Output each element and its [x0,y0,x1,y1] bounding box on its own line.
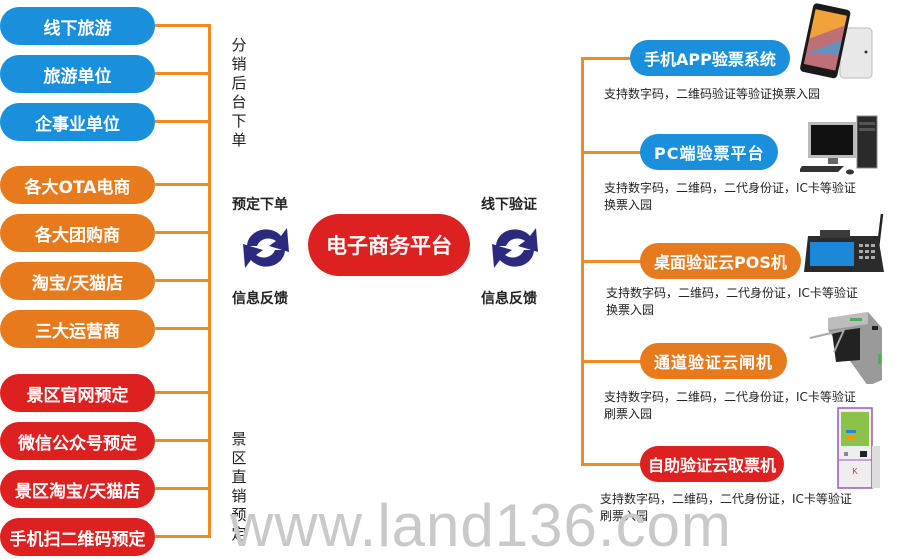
right-connector-branch [581,57,631,60]
desktop-computer-icon [800,115,878,175]
svg-text:K: K [852,467,858,476]
right-connector-branch [581,360,641,363]
source-scenic-taobao: 景区淘宝/天猫店 [0,470,155,508]
self-service-kiosk-verify: 自助验证云取票机 [640,446,785,482]
turnstile-gate-icon [809,312,882,384]
turnstile-gate-verify: 通道验证云闸机 [640,343,788,379]
right-connector-branch [581,463,641,466]
source-travel-units: 旅游单位 [0,55,155,93]
refresh-cycle-icon [492,228,538,268]
left-feedback-label: 信息反馈 [232,291,288,307]
source-offline-travel: 线下旅游 [0,7,155,45]
turnstile-gate-desc: 支持数字码，二维码，二代身份证，IC卡等验证刷票入园 [604,390,856,421]
source-wechat: 微信公众号预定 [0,422,155,460]
left-connector-branch [155,72,211,75]
source-qr-scan: 手机扫二维码预定 [0,518,155,556]
offline-verify-label: 线下验证 [481,197,537,213]
left-connector-branch [155,279,211,282]
distribution-backend-label: 分销后台下单 [231,36,247,149]
right-connector-branch [581,260,641,263]
right-connector-branch [581,151,641,154]
ecommerce-platform: 电子商务平台 [308,214,470,276]
ticket-kiosk-icon: K [837,407,880,489]
source-group-buying: 各大团购商 [0,214,155,252]
left-connector-branch [155,327,211,330]
refresh-cycle-icon [243,228,289,268]
pc-verify-platform: PC端验票平台 [640,134,779,170]
left-connector-branch [155,535,211,538]
left-connector-branch [155,231,211,234]
watermark: www.land136.com [230,492,732,559]
source-taobao-tmall: 淘宝/天猫店 [0,262,155,300]
source-enterprise-units: 企事业单位 [0,103,155,141]
mobile-app-verify-desc: 支持数字码，二维码验证等验证换票入园 [604,87,821,101]
pos-terminal-icon [804,213,884,272]
tablet-icon [800,3,873,79]
scenic-direct-label: 景区直销预定 [231,430,247,543]
left-connector-branch [155,391,211,394]
self-service-kiosk-desc: 支持数字码，二维码，二代身份证，IC卡等验证刷票入园 [600,492,852,523]
mobile-app-verify-system: 手机APP验票系统 [630,40,790,76]
desktop-pos-desc: 支持数字码，二维码，二代身份证，IC卡等验证换票入园 [606,286,858,317]
source-ota: 各大OTA电商 [0,166,155,204]
left-connector-branch [155,120,211,123]
left-connector-branch [155,439,211,442]
right-feedback-label: 信息反馈 [481,291,537,307]
left-connector-branch [155,183,211,186]
source-carriers: 三大运营商 [0,310,155,348]
order-placement-label: 预定下单 [232,197,288,213]
source-official-site: 景区官网预定 [0,374,155,412]
left-connector-branch [155,487,211,490]
desktop-pos-verify: 桌面验证云POS机 [640,243,801,279]
pc-verify-desc: 支持数字码，二维码，二代身份证，IC卡等验证换票入园 [604,181,856,212]
left-connector-branch [155,24,211,27]
